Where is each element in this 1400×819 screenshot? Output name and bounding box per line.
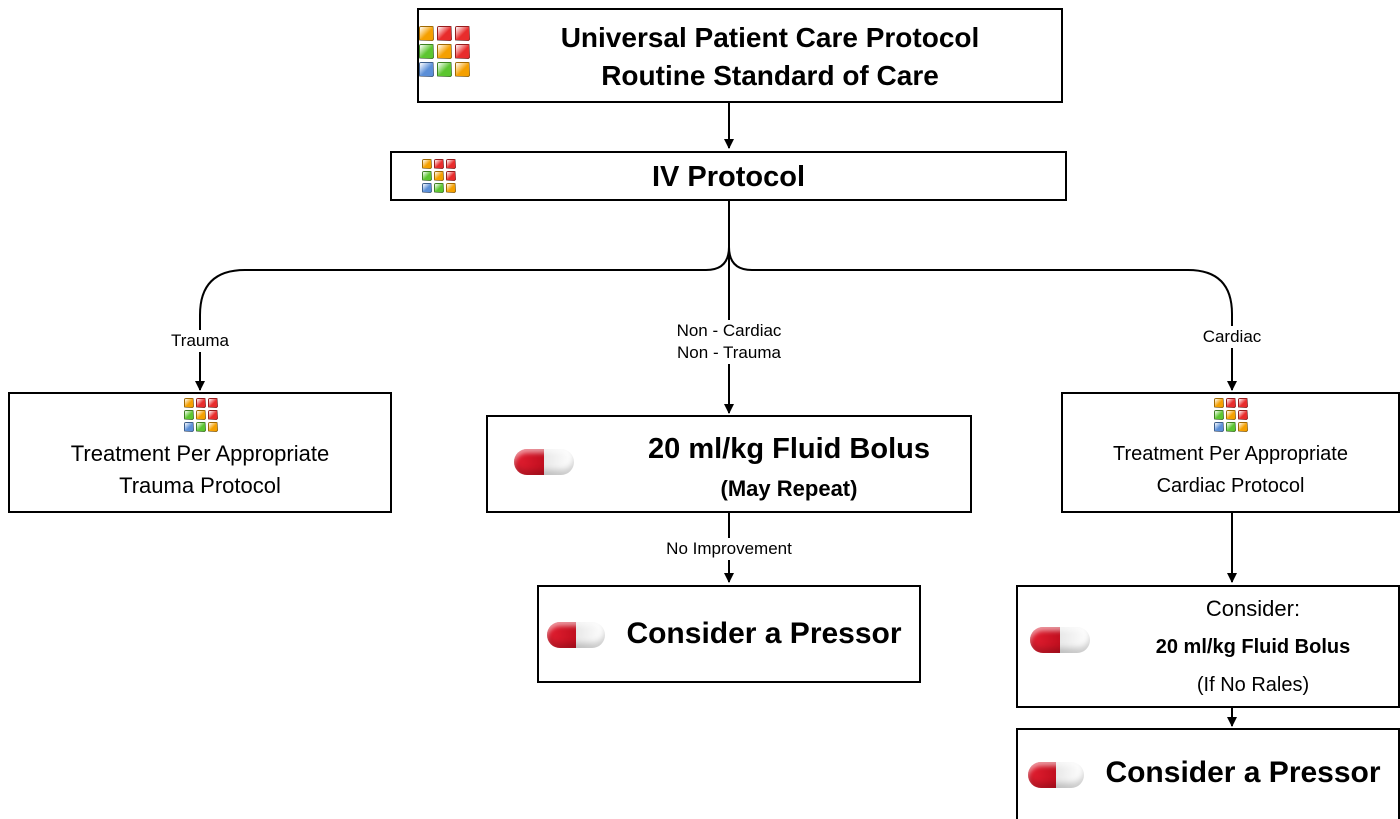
medication-capsule-icon bbox=[1030, 627, 1090, 653]
node-pressor-right: Consider a Pressor bbox=[1016, 728, 1400, 819]
grid-icon-cell bbox=[196, 410, 206, 420]
grid-icon-cell bbox=[419, 26, 434, 41]
consider-line2: 20 ml/kg Fluid Bolus bbox=[1155, 636, 1351, 658]
edge-label-no-improvement: No Improvement bbox=[666, 538, 792, 560]
trauma-line1: Treatment Per Appropriate bbox=[70, 441, 330, 466]
grid-icon-cell bbox=[208, 422, 218, 432]
grid-icon-cell bbox=[422, 183, 432, 193]
grid-icon-cell bbox=[1214, 398, 1224, 408]
grid-icon-cell bbox=[1238, 410, 1248, 420]
grid-icon-cell bbox=[1238, 398, 1248, 408]
protocol-grid-icon bbox=[419, 26, 470, 77]
grid-icon-cell bbox=[1214, 410, 1224, 420]
cardiac-line1: Treatment Per Appropriate bbox=[1113, 443, 1348, 465]
universal-protocol-title: Universal Patient Care Protocol bbox=[560, 22, 980, 53]
edge-label-cardiac: Cardiac bbox=[1202, 326, 1262, 348]
grid-icon-cell bbox=[1226, 410, 1236, 420]
node-cardiac-consider-bolus: Consider: 20 ml/kg Fluid Bolus (If No Ra… bbox=[1016, 585, 1400, 708]
grid-icon-cell bbox=[437, 26, 452, 41]
edge-label-trauma: Trauma bbox=[171, 330, 229, 352]
grid-icon-cell bbox=[1226, 422, 1236, 432]
node-fluid-bolus: 20 ml/kg Fluid Bolus (May Repeat) bbox=[486, 415, 972, 513]
grid-icon-cell bbox=[1238, 422, 1248, 432]
bolus-note: (May Repeat) bbox=[720, 476, 858, 501]
consider-line1: Consider: bbox=[1205, 596, 1301, 621]
grid-icon-cell bbox=[446, 171, 456, 181]
pressor-middle-label: Consider a Pressor bbox=[626, 617, 902, 650]
grid-icon-cell bbox=[184, 422, 194, 432]
grid-icon-cell bbox=[446, 183, 456, 193]
edge-label-noncardiac-line2: Non - Trauma bbox=[677, 343, 781, 362]
grid-icon-cell bbox=[208, 398, 218, 408]
grid-icon-cell bbox=[419, 44, 434, 59]
universal-protocol-subtitle: Routine Standard of Care bbox=[601, 60, 939, 91]
edge-iv-to-trauma bbox=[195, 246, 730, 391]
edge-label-noncardiac: Non - Cardiac Non - Trauma bbox=[676, 320, 782, 364]
bolus-dose: 20 ml/kg Fluid Bolus bbox=[648, 433, 930, 465]
grid-icon-cell bbox=[446, 159, 456, 169]
grid-icon-cell bbox=[1226, 398, 1236, 408]
node-iv-protocol: IV Protocol bbox=[390, 151, 1067, 201]
edge-iv-to-cardiac bbox=[728, 246, 1237, 391]
grid-icon-cell bbox=[196, 422, 206, 432]
node-pressor-middle: Consider a Pressor bbox=[537, 585, 921, 683]
grid-icon-cell bbox=[455, 62, 470, 77]
grid-icon-cell bbox=[434, 159, 444, 169]
grid-icon-cell bbox=[422, 159, 432, 169]
protocol-grid-icon bbox=[1214, 398, 1248, 432]
grid-icon-cell bbox=[437, 44, 452, 59]
protocol-grid-icon bbox=[184, 398, 218, 432]
medication-capsule-icon bbox=[514, 449, 574, 475]
grid-icon-cell bbox=[208, 410, 218, 420]
cardiac-line2: Cardiac Protocol bbox=[1156, 475, 1305, 497]
grid-icon-cell bbox=[455, 26, 470, 41]
consider-line3: (If No Rales) bbox=[1196, 674, 1310, 696]
grid-icon-cell bbox=[422, 171, 432, 181]
node-universal-protocol: Universal Patient Care Protocol Routine … bbox=[417, 8, 1063, 103]
grid-icon-cell bbox=[434, 183, 444, 193]
protocol-grid-icon bbox=[422, 159, 456, 193]
grid-icon-cell bbox=[434, 171, 444, 181]
grid-icon-cell bbox=[1214, 422, 1224, 432]
grid-icon-cell bbox=[419, 62, 434, 77]
edge-label-noncardiac-line1: Non - Cardiac bbox=[676, 321, 782, 340]
node-trauma-protocol: Treatment Per Appropriate Trauma Protoco… bbox=[8, 392, 392, 513]
iv-protocol-title: IV Protocol bbox=[651, 161, 806, 193]
node-cardiac-protocol: Treatment Per Appropriate Cardiac Protoc… bbox=[1061, 392, 1400, 513]
trauma-line2: Trauma Protocol bbox=[119, 473, 281, 498]
medication-capsule-icon bbox=[1028, 762, 1084, 788]
grid-icon-cell bbox=[184, 410, 194, 420]
pressor-right-label: Consider a Pressor bbox=[1105, 756, 1381, 789]
grid-icon-cell bbox=[196, 398, 206, 408]
grid-icon-cell bbox=[437, 62, 452, 77]
grid-icon-cell bbox=[184, 398, 194, 408]
medication-capsule-icon bbox=[547, 622, 605, 648]
grid-icon-cell bbox=[455, 44, 470, 59]
